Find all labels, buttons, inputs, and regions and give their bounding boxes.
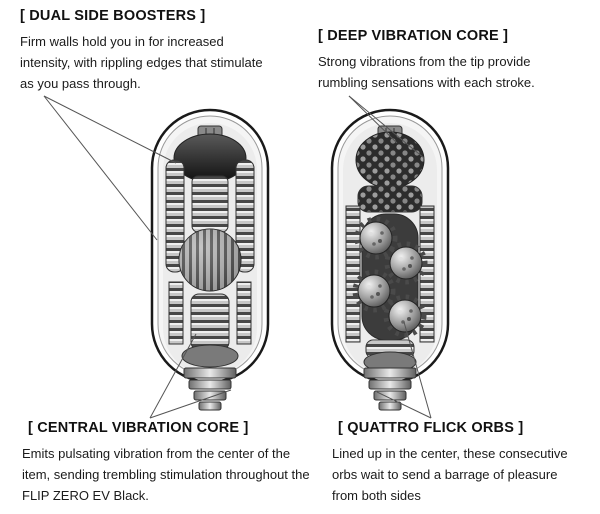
callout-body: Emits pulsating vibration from the cente…: [22, 446, 310, 503]
leader-line-central-vibration-core-a: [149, 333, 197, 419]
callout-central-vibration-core: [ CENTRAL VIBRATION CORE ] Emits pulsati…: [22, 420, 312, 506]
callout-body: Firm walls hold you in for increased int…: [20, 34, 263, 91]
callout-body: Lined up in the center, these consecutiv…: [332, 446, 568, 503]
nub-band: [357, 185, 423, 213]
callout-deep-vibration-core: [ DEEP VIBRATION CORE ] Strong vibration…: [318, 28, 580, 93]
left-capsule-interior: [163, 123, 257, 375]
right-capsule-interior: [343, 123, 437, 375]
right-capsule-illustration: [330, 108, 450, 411]
callout-heading: [ QUATTRO FLICK ORBS ]: [338, 420, 524, 436]
leader-line-deep-vibration-core-b: [348, 95, 425, 159]
side-booster-right: [235, 159, 255, 273]
leader-line-central-vibration-core-b: [149, 389, 232, 419]
side-booster-left: [165, 159, 185, 273]
right-capsule-stem: [363, 367, 417, 411]
left-capsule-illustration: [150, 108, 270, 411]
callout-heading: [ DEEP VIBRATION CORE ]: [318, 28, 509, 44]
leader-line-dual-side-boosters-b: [43, 95, 158, 241]
leader-line-quattro-flick-orbs-a: [403, 321, 432, 419]
left-top-dome: [173, 133, 247, 183]
callout-dual-side-boosters: [ DUAL SIDE BOOSTERS ] Firm walls hold y…: [20, 8, 268, 94]
callout-quattro-flick-orbs: [ QUATTRO FLICK ORBS ] Lined up in the c…: [332, 420, 576, 506]
leader-line-quattro-flick-orbs-b: [376, 391, 432, 419]
upper-ribbed-column: [191, 175, 229, 233]
deep-vibration-core-dome: [355, 131, 425, 189]
callout-leader-lines: [43, 95, 432, 419]
leader-line-dual-side-boosters-a: [43, 95, 177, 164]
leader-line-deep-vibration-core-a: [348, 95, 398, 144]
callout-heading: [ CENTRAL VIBRATION CORE ]: [28, 420, 249, 436]
left-capsule-stem: [183, 367, 237, 411]
lower-ribbed-column: [190, 293, 230, 351]
callout-heading: [ DUAL SIDE BOOSTERS ]: [20, 8, 206, 24]
callout-body: Strong vibrations from the tip provide r…: [318, 54, 535, 90]
